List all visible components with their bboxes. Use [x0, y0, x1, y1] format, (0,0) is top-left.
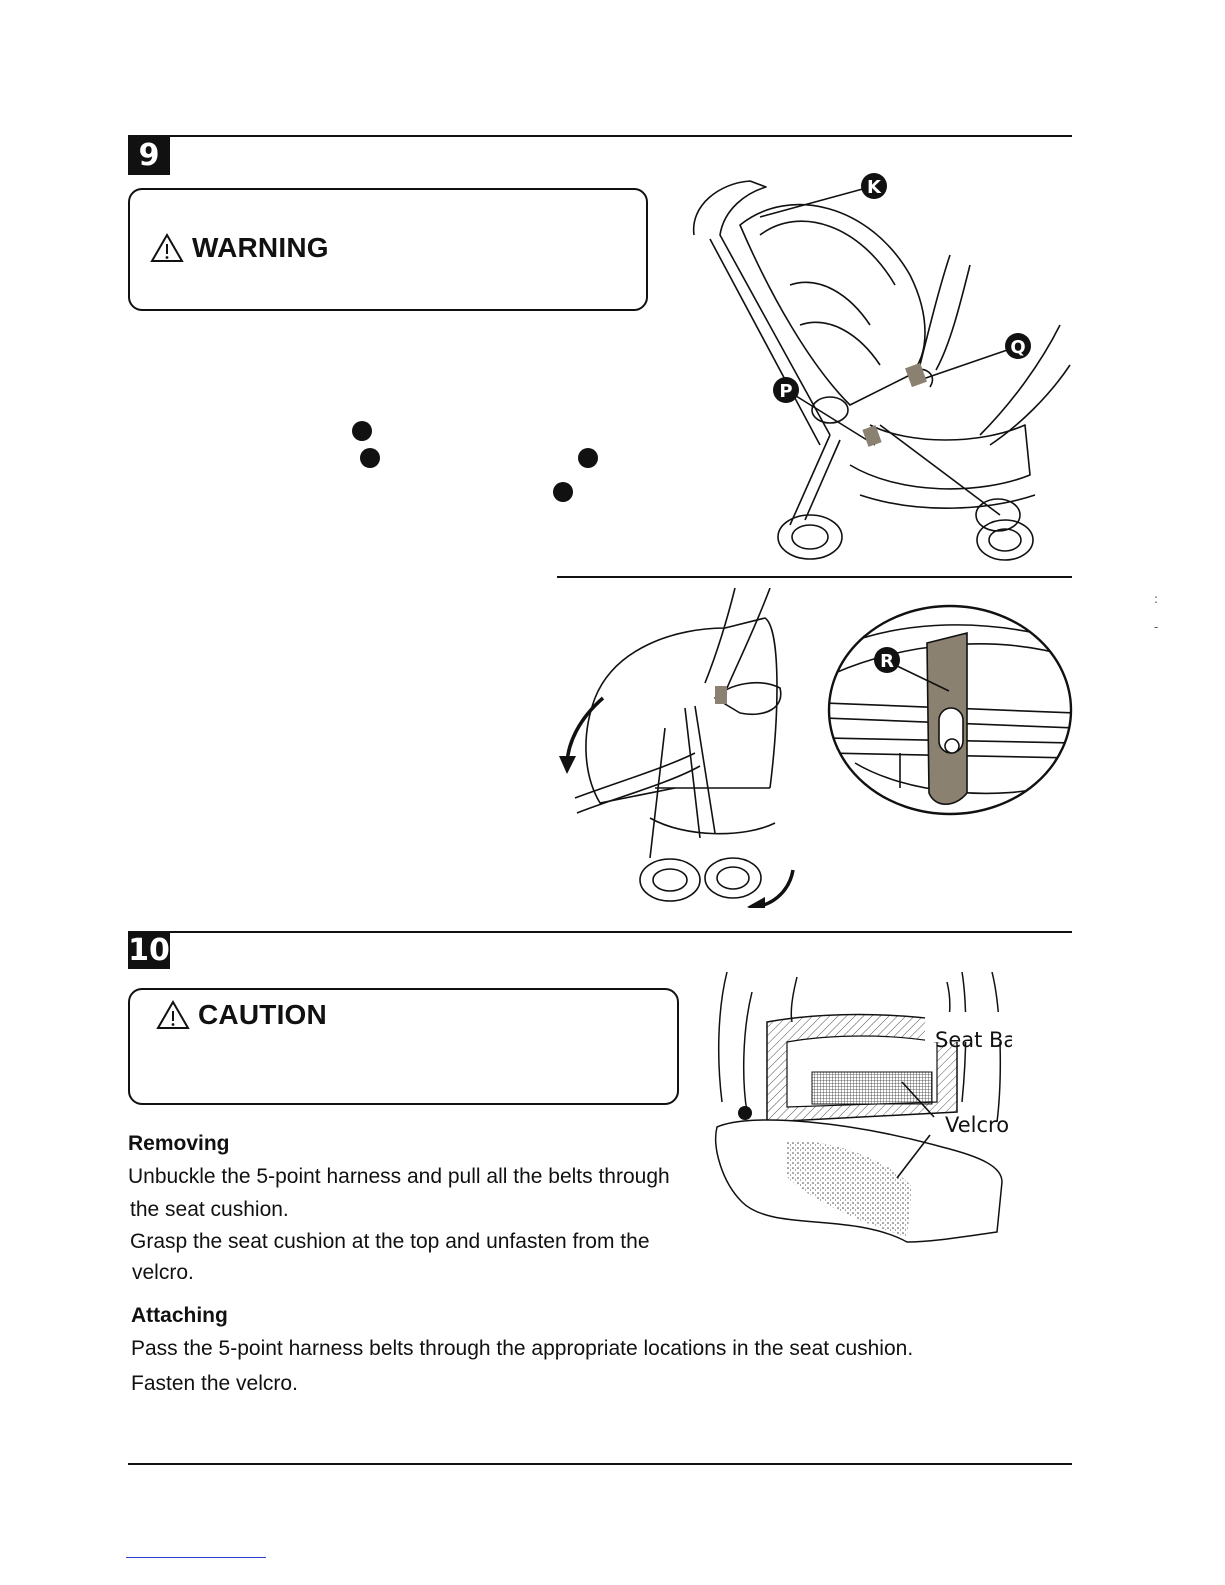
edge-mark-1: : — [1154, 592, 1159, 606]
folded-stroller-illustration — [559, 588, 795, 908]
velcro-label: Velcro — [945, 1113, 1009, 1137]
callout-q: Q — [1005, 333, 1031, 359]
seat-base-label: Seat Base — [935, 1028, 1012, 1052]
svg-text:K: K — [867, 177, 882, 198]
step10-caution-box — [128, 988, 679, 1105]
callout-r: R — [874, 647, 900, 673]
attaching-line-2: Fasten the velcro. — [131, 1372, 298, 1395]
step9-warning-heading: WARNING — [150, 232, 329, 264]
callout-dot-4 — [553, 482, 573, 502]
removing-line-1: Unbuckle the 5-point harness and pull al… — [128, 1165, 670, 1188]
step10-caution-heading: CAUTION — [156, 999, 327, 1031]
step9-number-badge: 9 — [128, 137, 170, 175]
warning-triangle-icon — [150, 233, 184, 262]
warning-label: WARNING — [192, 232, 329, 263]
step10-top-rule — [128, 931, 1072, 933]
stroller-fold-illustration: K Q P — [692, 173, 1071, 561]
strap-detail-illustration: R — [827, 604, 1073, 816]
caution-triangle-icon — [156, 1000, 190, 1029]
svg-text:R: R — [880, 651, 894, 672]
caution-label: CAUTION — [198, 999, 327, 1030]
callout-dot-1 — [352, 421, 372, 441]
removing-heading: Removing — [128, 1132, 230, 1155]
attaching-line-1: Pass the 5-point harness belts through t… — [131, 1337, 914, 1360]
step9-top-rule — [128, 135, 1072, 137]
callout-k: K — [861, 173, 887, 199]
removing-line-3: Grasp the seat cushion at the top and un… — [130, 1230, 650, 1253]
callout-dot-2 — [360, 448, 380, 468]
edge-mark-2: - — [1154, 620, 1159, 634]
attaching-heading: Attaching — [131, 1304, 228, 1327]
step9-warning-box — [128, 188, 648, 311]
seat-cushion-illustration: Seat Base Velcro — [715, 972, 1012, 1243]
step9-mid-rule — [557, 576, 1072, 578]
callout-p: P — [773, 377, 799, 403]
step10-number-badge: 10 — [128, 933, 170, 969]
callout-dot-3 — [578, 448, 598, 468]
removing-line-2: the seat cushion. — [130, 1198, 289, 1221]
footer-rule — [128, 1463, 1072, 1465]
svg-text:Q: Q — [1010, 337, 1025, 358]
svg-text:P: P — [779, 381, 792, 402]
removing-line-4: velcro. — [132, 1261, 194, 1284]
footer-link-underline — [126, 1557, 266, 1558]
